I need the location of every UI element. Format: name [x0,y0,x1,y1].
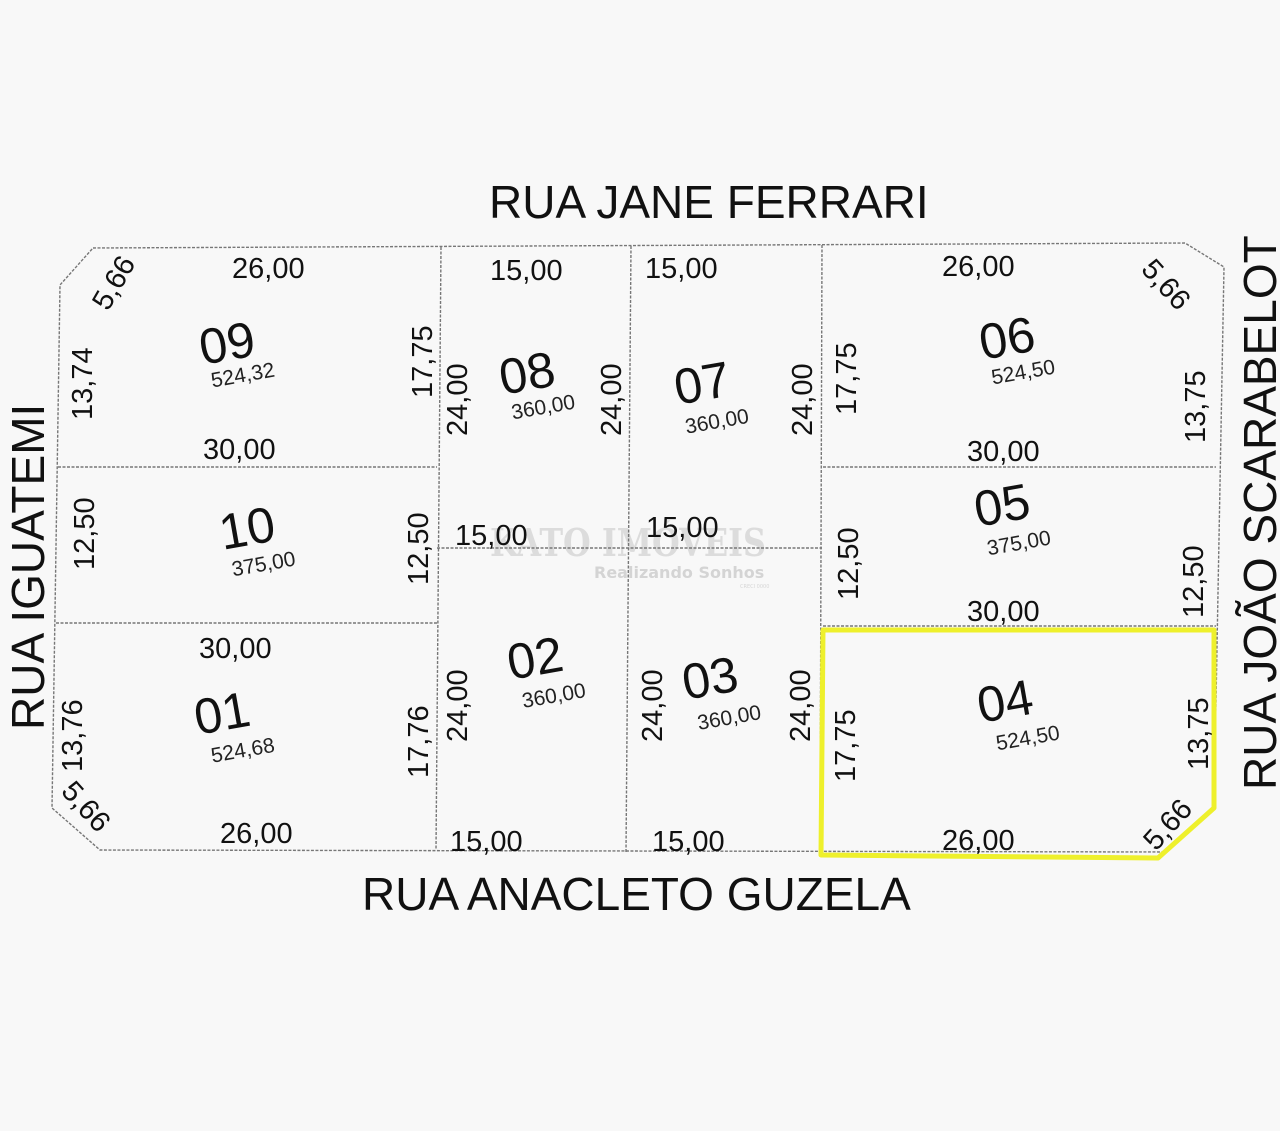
dimension-label: 24,00 [787,363,819,436]
dimension-label: 26,00 [942,825,1015,857]
dimension-label: 13,75 [1180,370,1212,443]
dimension-label: 5,66 [1137,793,1199,856]
dimension-label: 13,74 [67,347,99,420]
dimension-label: 12,50 [403,512,435,585]
lot-09: 09 524,32 [195,311,277,393]
lot-number: 05 [970,473,1035,538]
dimension-label: 5,66 [86,251,142,316]
lot-number: 01 [190,681,255,746]
dimension-label: 5,66 [55,775,117,838]
lot-02: 02 360,00 [503,626,588,713]
lot-08: 08 360,00 [495,341,577,425]
street-north-label: RUA JANE FERRARI [489,176,929,228]
lot-labels: 09 524,32 08 360,00 07 360,00 06 524,50 … [190,306,1062,768]
dimension-label: 24,00 [442,363,474,436]
dimension-label: 24,00 [442,669,474,742]
lot-number: 02 [503,626,568,691]
dimension-label: 15,00 [450,826,523,858]
dimension-label: 30,00 [967,436,1040,468]
lot-07: 07 360,00 [670,351,751,439]
lot-04: 04 524,50 [973,669,1062,755]
lot-number: 03 [678,646,743,711]
dimension-label: 15,00 [645,253,718,285]
dimension-label: 24,00 [785,669,817,742]
dimension-label: 15,00 [490,255,563,287]
lot-01: 01 524,68 [190,681,277,768]
dimension-label: 26,00 [942,251,1015,283]
dimension-label: 12,50 [833,527,865,600]
dimension-label: 24,00 [637,669,669,742]
dimension-label: 5,66 [1135,253,1197,316]
lot-10: 10 375,00 [215,496,297,581]
dimension-label: 17,75 [830,709,862,782]
block-outline [51,242,1225,853]
dimension-label: 15,00 [455,520,528,552]
street-east-label: RUA JOÃO SCARABELOT [1234,235,1280,790]
street-west-label: RUA IGUATEMI [2,404,54,730]
dimension-label: 17,76 [403,705,435,778]
dimension-label: 12,50 [1178,545,1210,618]
street-south-label: RUA ANACLETO GUZELA [362,868,911,920]
dimension-label: 15,00 [646,512,719,544]
watermark-slogan: Realizando Sonhos [594,563,764,582]
lot-number: 07 [670,351,735,416]
dimension-label: 13,76 [57,699,89,772]
street-labels: RUA JANE FERRARI RUA ANACLETO GUZELA RUA… [2,176,1280,920]
dimension-label: 26,00 [232,253,305,285]
dimension-label: 30,00 [203,434,276,466]
lot-number: 08 [495,341,560,406]
lot-number: 09 [195,311,260,376]
dimension-label: 17,75 [831,342,863,415]
dimension-label: 30,00 [967,596,1040,628]
lot-number: 10 [215,496,280,561]
dimension-label: 24,00 [596,363,628,436]
lot-05: 05 375,00 [970,473,1053,560]
dimension-label: 15,00 [652,826,725,858]
dimension-label: 26,00 [220,818,293,850]
lot-number: 06 [975,306,1040,371]
lot-06: 06 524,50 [975,306,1057,390]
dimension-label: 12,50 [69,497,101,570]
dimension-label: 13,75 [1183,697,1215,770]
lot-04-highlight [818,627,1217,861]
dimension-label: 17,75 [407,325,439,398]
lot-03: 03 360,00 [678,646,763,735]
watermark-fine-print: CRECI 0000 [740,584,769,590]
watermark: KATO IMÓVEIS Realizando Sonhos CRECI 000… [490,520,769,590]
dimension-label: 30,00 [199,633,272,665]
lot-number: 04 [973,669,1038,734]
